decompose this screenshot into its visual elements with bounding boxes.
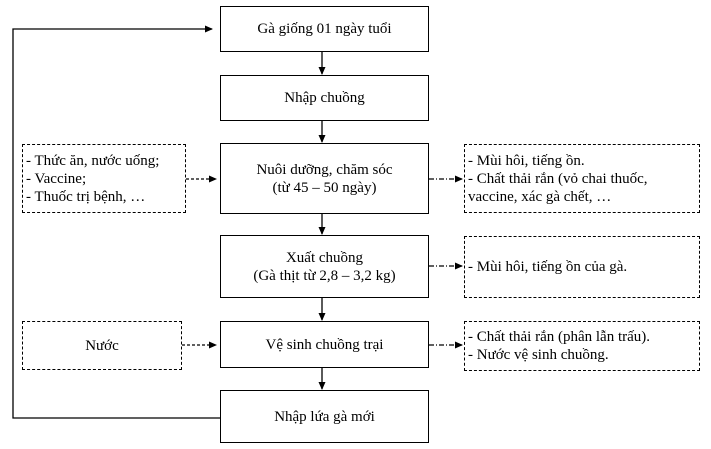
step-label: Xuất chuồng — [285, 249, 364, 266]
step-label: Nuôi dưỡng, chăm sóc — [256, 161, 393, 178]
output-odor-noise-chickens: - Mùi hôi, tiếng ồn của gà. — [464, 236, 700, 298]
step-raising-care: Nuôi dưỡng, chăm sóc (từ 45 – 50 ngày) — [220, 143, 429, 214]
output-odor-noise-solid-waste: - Mùi hôi, tiếng ồn. - Chất thải rắn (vỏ… — [464, 144, 700, 213]
step-label: Nhập chuồng — [284, 90, 365, 106]
output-line: - Chất thải rắn (vỏ chai thuốc, — [468, 170, 648, 187]
step-new-batch: Nhập lứa gà mới — [220, 390, 429, 443]
output-line: - Chất thải rắn (phân lẫn trấu). — [468, 329, 651, 345]
output-line: - Nước vệ sinh chuồng. — [468, 347, 609, 363]
output-line: vaccine, xác gà chết, … — [468, 188, 612, 205]
step-sublabel: (từ 45 – 50 ngày) — [272, 179, 377, 196]
input-line: - Thức ăn, nước uống; — [26, 152, 160, 169]
input-line: - Thuốc trị bệnh, … — [26, 188, 146, 205]
step-chicks-day-old: Gà giống 01 ngày tuổi — [220, 6, 429, 52]
step-label: Gà giống 01 ngày tuổi — [257, 21, 392, 37]
step-sublabel: (Gà thịt từ 2,8 – 3,2 kg) — [253, 267, 396, 284]
step-housing-exit: Xuất chuồng (Gà thịt từ 2,8 – 3,2 kg) — [220, 235, 429, 298]
step-cleaning: Vệ sinh chuồng trại — [220, 321, 429, 368]
input-feed-vaccine-medicine: - Thức ăn, nước uống; - Vaccine; - Thuốc… — [22, 144, 186, 213]
step-label: Nhập lứa gà mới — [274, 408, 375, 425]
loop-back-connector — [12, 25, 220, 419]
step-label: Vệ sinh chuồng trại — [265, 336, 384, 353]
output-solid-waste-wash-water: - Chất thải rắn (phân lẫn trấu). - Nước … — [464, 321, 700, 371]
step-housing-entry: Nhập chuồng — [220, 75, 429, 121]
input-water: Nước — [22, 321, 182, 370]
input-line: - Vaccine; — [26, 170, 87, 187]
input-line: Nước — [85, 337, 119, 354]
output-line: - Mùi hôi, tiếng ồn. — [468, 152, 585, 169]
output-line: - Mùi hôi, tiếng ồn của gà. — [468, 259, 628, 275]
